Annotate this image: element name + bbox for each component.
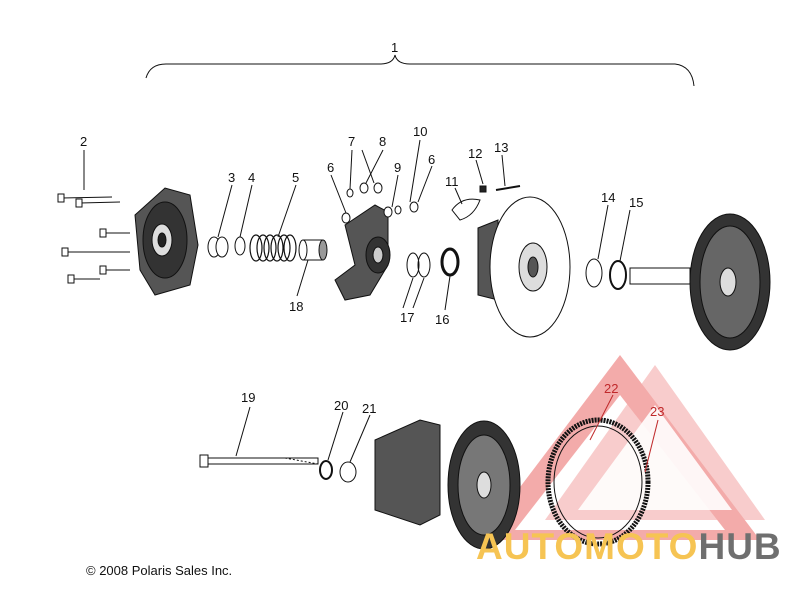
- clutch-bolt: [199, 454, 319, 468]
- roller-parts: [341, 182, 419, 224]
- callout-3: 3: [228, 170, 235, 185]
- copyright-text: © 2008 Polaris Sales Inc.: [86, 563, 233, 578]
- callout-8: 8: [379, 134, 386, 149]
- callout-17: 17: [400, 310, 414, 325]
- ring-gear: [545, 417, 651, 547]
- callout-22: 22: [604, 381, 618, 396]
- bushing-14: [585, 258, 603, 288]
- callout-10: 10: [413, 124, 427, 139]
- callout-5: 5: [292, 170, 299, 185]
- watermark-brand-part1: AUTOMOTO: [476, 526, 699, 567]
- callout-2: 2: [80, 134, 87, 149]
- nut-12: [479, 185, 487, 193]
- callout-19: 19: [241, 390, 255, 405]
- spacer-21: [339, 461, 357, 483]
- callout-12: 12: [468, 146, 482, 161]
- callout-1: 1: [391, 40, 398, 55]
- callout-16: 16: [435, 312, 449, 327]
- clutch-assembly: [374, 419, 521, 550]
- callout-18: 18: [289, 299, 303, 314]
- ring-15: [609, 260, 627, 290]
- moveable-sheave: [477, 196, 571, 338]
- callout-6a: 6: [327, 160, 334, 175]
- bushing-18: [298, 239, 328, 261]
- callout-9: 9: [394, 160, 401, 175]
- leader-lines: [83, 139, 631, 463]
- bolt-set: [57, 193, 130, 284]
- callout-7: 7: [348, 134, 355, 149]
- callout-labels: 1 2 3 4 5 6 7 8 9 10 6 11 12 13 14 15 16…: [80, 40, 664, 419]
- callout-11: 11: [445, 174, 459, 189]
- spider-cover: [134, 187, 199, 296]
- callout-21: 21: [362, 401, 376, 416]
- seal-16: [440, 247, 460, 277]
- callout-4: 4: [248, 170, 255, 185]
- spring: [249, 234, 297, 262]
- callout-6b: 6: [428, 152, 435, 167]
- ring-4: [234, 236, 246, 256]
- callout-14: 14: [601, 190, 615, 205]
- callout-13: 13: [494, 140, 508, 155]
- callout-15: 15: [629, 195, 643, 210]
- callout-20: 20: [334, 398, 348, 413]
- leader-lines-red: [589, 394, 659, 473]
- watermark-brand-part2: HUB: [698, 526, 782, 567]
- assembly-bracket: [145, 54, 695, 87]
- spider: [334, 204, 391, 301]
- washer-20: [319, 460, 333, 480]
- pin-13: [495, 185, 521, 191]
- fixed-sheave: [629, 213, 771, 351]
- watermark-logo: [480, 355, 765, 540]
- ring-pair-17: [406, 252, 431, 278]
- bushing-ring-3: [207, 236, 229, 258]
- cam-weight: [451, 198, 481, 221]
- callout-23: 23: [650, 404, 664, 419]
- watermark-brand: AUTOMOTOHUB: [476, 526, 782, 568]
